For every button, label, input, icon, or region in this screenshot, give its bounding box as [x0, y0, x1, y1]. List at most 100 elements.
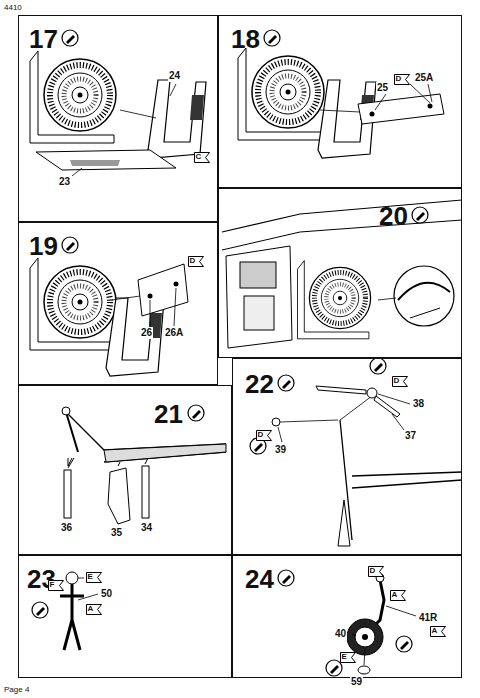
- step-number: 18: [231, 24, 260, 54]
- step-20-part-part: [298, 261, 371, 339]
- step-number: 24: [245, 564, 274, 594]
- step-24-part: [396, 636, 412, 652]
- step-22-part: [278, 427, 282, 442]
- step-22-part: [280, 420, 338, 422]
- step-21-part: [68, 458, 74, 468]
- step-21: [62, 405, 226, 524]
- callout-number: 26: [140, 327, 153, 339]
- callout-number: 25: [376, 82, 389, 94]
- callout-number: 26A: [164, 327, 184, 339]
- step-panel: 20: [218, 188, 462, 358]
- step-24: [278, 570, 416, 676]
- color-code: A: [392, 590, 398, 600]
- callout-number: 34: [140, 522, 153, 534]
- step-18-part: [410, 84, 430, 103]
- color-flag: C: [194, 152, 210, 163]
- step-21-part: [142, 466, 149, 518]
- step-23-part: [78, 578, 84, 579]
- flag-outline: [368, 566, 383, 576]
- step-17-part: [72, 168, 82, 176]
- color-code: D: [258, 430, 264, 440]
- color-flag: E: [86, 572, 102, 583]
- step-18-part: [428, 104, 433, 109]
- step-20-part: [222, 200, 462, 232]
- step-23-part: [32, 602, 48, 618]
- flag-outline: [256, 430, 271, 440]
- step-23-part: [66, 572, 78, 584]
- callout-number: 36: [60, 522, 73, 534]
- color-code: A: [88, 604, 94, 614]
- step-18: [238, 30, 444, 158]
- step-22-part: [367, 388, 377, 398]
- step-24-part: [362, 634, 368, 640]
- step-18-part: [370, 112, 375, 117]
- callout-number: 35: [110, 527, 123, 539]
- step-panel: 23EFA: [18, 555, 232, 678]
- step-20-part: [378, 298, 396, 300]
- step-20-part: [298, 261, 371, 339]
- step-20-part: [244, 296, 274, 330]
- flag-outline: [194, 152, 209, 162]
- step-20-part: [410, 308, 440, 318]
- step-17-part: [36, 150, 176, 170]
- step-21-part: [64, 470, 71, 518]
- step-19-part: [138, 264, 188, 316]
- step-22-part: [340, 396, 372, 420]
- step-21-part: [62, 407, 70, 415]
- step-19-part: [150, 300, 151, 326]
- step-23-part: [60, 584, 84, 650]
- color-code: C: [196, 152, 202, 162]
- step-20-part: [394, 266, 454, 326]
- callout-number: 50: [100, 588, 113, 600]
- flag-outline: [340, 652, 355, 662]
- step-panel: 17C: [18, 15, 218, 222]
- step-19-part: [62, 237, 78, 253]
- step-22-part: [374, 396, 400, 417]
- step-18-part: [238, 48, 324, 140]
- page-note: 4410: [3, 2, 23, 14]
- step-20-part: [222, 220, 462, 250]
- step-22-part: [340, 420, 462, 540]
- step-19-part: [30, 258, 116, 350]
- flag-outline: [430, 626, 445, 636]
- flag-outline: [188, 256, 203, 266]
- callout-number: 23: [58, 176, 71, 188]
- step-panel: 21: [18, 385, 232, 555]
- step-number: 17: [29, 24, 58, 54]
- callout-number: 40: [334, 628, 347, 640]
- step-21-part: [188, 405, 204, 421]
- color-code: D: [396, 74, 402, 84]
- flag-outline: [86, 572, 101, 582]
- step-21-part: [66, 412, 226, 462]
- step-panel: 19D: [18, 222, 218, 385]
- step-number: 19: [29, 231, 58, 261]
- callout-number: 38: [412, 398, 425, 410]
- color-flag: A: [86, 604, 102, 615]
- color-flag: F: [48, 580, 64, 591]
- flag-outline: [392, 376, 407, 386]
- step-18-part: [428, 84, 432, 102]
- color-code: E: [342, 652, 347, 662]
- step-20-part: [398, 283, 450, 300]
- step-21-part: [118, 462, 120, 466]
- step-17-part: [148, 80, 206, 158]
- color-code: D: [370, 566, 376, 576]
- callout-number: 24: [168, 70, 181, 82]
- step-20-part: [240, 262, 276, 288]
- color-flag: A: [390, 590, 406, 601]
- step-24-part: [386, 606, 416, 616]
- step-22-part: [272, 418, 280, 426]
- step-17-part: [30, 51, 116, 143]
- step-number: 22: [245, 369, 274, 399]
- color-code: A: [432, 626, 438, 636]
- color-code: F: [50, 580, 55, 590]
- step-18-part: [264, 30, 280, 46]
- step-22-part: [316, 386, 366, 394]
- step-21-part: [108, 468, 130, 524]
- step-24-part: [364, 648, 365, 665]
- callout-number: 39: [274, 444, 287, 456]
- step-18-part: [320, 110, 360, 112]
- step-17-part: [70, 160, 120, 166]
- step-17-part: [170, 84, 176, 96]
